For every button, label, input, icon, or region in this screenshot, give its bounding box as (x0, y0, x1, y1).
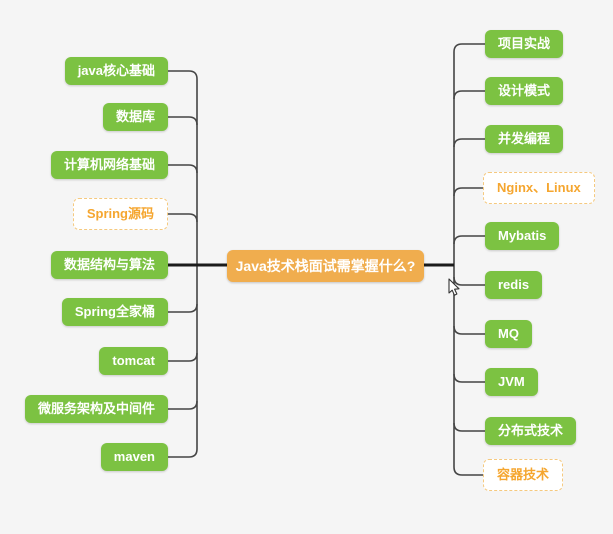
node-database[interactable]: 数据库 (102, 103, 168, 131)
node-container-tech[interactable]: 容器技术 (483, 459, 564, 491)
node-distributed-tech[interactable]: 分布式技术 (485, 417, 577, 445)
node-label: Nginx、Linux (497, 180, 581, 195)
node-label: 容器技术 (497, 467, 550, 482)
node-maven[interactable]: maven (100, 443, 168, 471)
node-mybatis[interactable]: Mybatis (485, 222, 560, 250)
right-branch-line (453, 138, 485, 148)
mouse-cursor-icon (448, 278, 460, 296)
left-branch-line (168, 116, 198, 126)
central-topic-node[interactable]: Java技术栈面试需掌握什么? (227, 250, 424, 282)
node-mq[interactable]: MQ (485, 320, 532, 348)
right-branch-line (453, 466, 485, 476)
left-branch-line (168, 70, 198, 80)
node-label: Spring全家桶 (74, 304, 155, 319)
node-label: 分布式技术 (498, 423, 564, 438)
right-branch-line (453, 373, 485, 383)
node-label: 数据结构与算法 (63, 257, 155, 272)
node-design-patterns[interactable]: 设计模式 (485, 77, 564, 105)
node-data-structures-algorithms[interactable]: 数据结构与算法 (50, 251, 168, 279)
node-project-practice[interactable]: 项目实战 (485, 30, 564, 58)
node-concurrent-programming[interactable]: 并发编程 (485, 125, 564, 153)
node-redis[interactable]: redis (485, 271, 543, 299)
node-label: 并发编程 (498, 131, 551, 146)
right-branch-line (453, 90, 485, 100)
node-label: 项目实战 (498, 36, 551, 51)
node-label: 数据库 (115, 109, 155, 124)
node-label: tomcat (112, 353, 155, 368)
node-computer-network-basics[interactable]: 计算机网络基础 (50, 151, 168, 179)
node-label: redis (498, 277, 530, 292)
left-branch-line (168, 303, 198, 313)
left-branch-line (168, 164, 198, 174)
node-spring-source-code[interactable]: Spring源码 (72, 198, 168, 230)
left-branch-line (168, 400, 198, 410)
right-branch-line (453, 276, 485, 286)
node-jvm[interactable]: JVM (485, 368, 538, 396)
right-branch-line (453, 43, 485, 53)
right-branch-line (453, 422, 485, 432)
node-label: java核心基础 (77, 63, 155, 78)
node-nginx-linux[interactable]: Nginx、Linux (483, 172, 595, 204)
node-tomcat[interactable]: tomcat (99, 347, 168, 375)
node-label: maven (113, 449, 155, 464)
central-topic-label: Java技术栈面试需掌握什么? (235, 258, 416, 274)
node-label: Mybatis (498, 228, 547, 243)
left-branch-line (168, 213, 198, 223)
right-branch-line (453, 325, 485, 335)
node-label: Spring源码 (86, 206, 154, 221)
right-branch-line (453, 235, 485, 245)
node-spring-family[interactable]: Spring全家桶 (61, 298, 168, 326)
node-microservices-middleware[interactable]: 微服务架构及中间件 (24, 395, 168, 423)
node-label: 设计模式 (498, 83, 551, 98)
right-branch-line (453, 187, 485, 197)
node-label: JVM (498, 374, 525, 389)
left-branch-line (168, 448, 198, 458)
node-label: 计算机网络基础 (63, 157, 155, 172)
node-java-core-basics[interactable]: java核心基础 (64, 57, 168, 85)
node-label: 微服务架构及中间件 (37, 401, 155, 416)
left-branch-line (168, 352, 198, 362)
node-label: MQ (498, 326, 519, 341)
